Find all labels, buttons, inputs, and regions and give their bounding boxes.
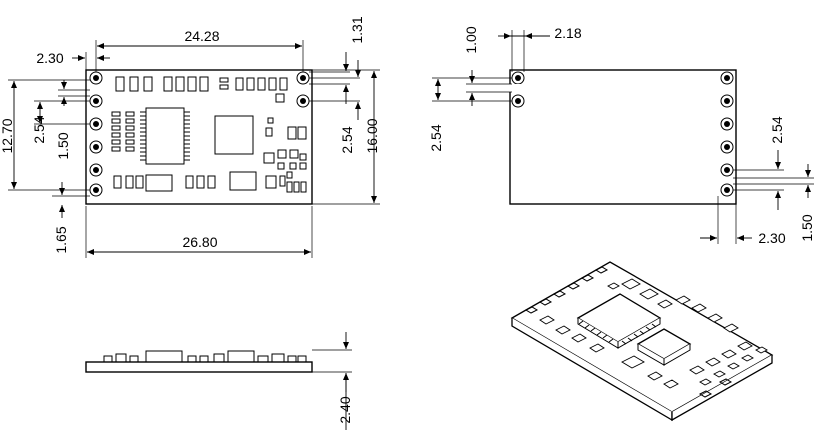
dim-width-total: 26.80 — [182, 234, 217, 250]
dim-pad-left: 1.50 — [55, 132, 71, 159]
dim-thickness: 2.40 — [337, 396, 353, 423]
dim-side-pad-size: 1.00 — [463, 26, 479, 53]
side-view-right-pads — [720, 71, 734, 197]
profile-components — [103, 350, 307, 363]
left-pad-column — [89, 71, 103, 197]
dim-inner-width: 24.28 — [184, 28, 219, 44]
top-view-board-outline — [85, 69, 313, 205]
dim-pitch-left-rows: 12.70 — [0, 118, 15, 153]
dim-pad-diameter-top-right: 1.31 — [349, 16, 365, 43]
dim-side-bottom-offset: 2.30 — [758, 230, 785, 246]
profile-pcb — [85, 361, 313, 373]
dim-side-pitch: 2.54 — [428, 124, 444, 151]
side-view-board-outline — [509, 69, 737, 205]
dim-height-total: 16.00 — [364, 118, 380, 153]
dim-side-right-pitch: 2.54 — [769, 116, 785, 143]
dim-pitch-right: 2.54 — [339, 126, 355, 153]
top-view-components — [111, 76, 307, 193]
dim-bottom-offset: 1.65 — [53, 226, 69, 253]
side-view-left-pads — [508, 71, 526, 108]
dim-side-right-pad: 1.50 — [799, 214, 815, 241]
isometric-view — [510, 261, 774, 422]
profile-view: 2.40 — [85, 332, 353, 430]
top-view: 24.28 2.30 1.31 2.54 16.00 12.70 2.54 — [0, 16, 380, 258]
side-view: 1.00 2.18 2.54 2.54 1.50 2.30 — [428, 25, 815, 246]
dim-pitch-left: 2.54 — [31, 116, 47, 143]
dim-side-offset: 2.18 — [554, 25, 581, 41]
dim-pad-offset-top-left: 2.30 — [36, 50, 63, 66]
right-pad-column — [296, 71, 310, 108]
